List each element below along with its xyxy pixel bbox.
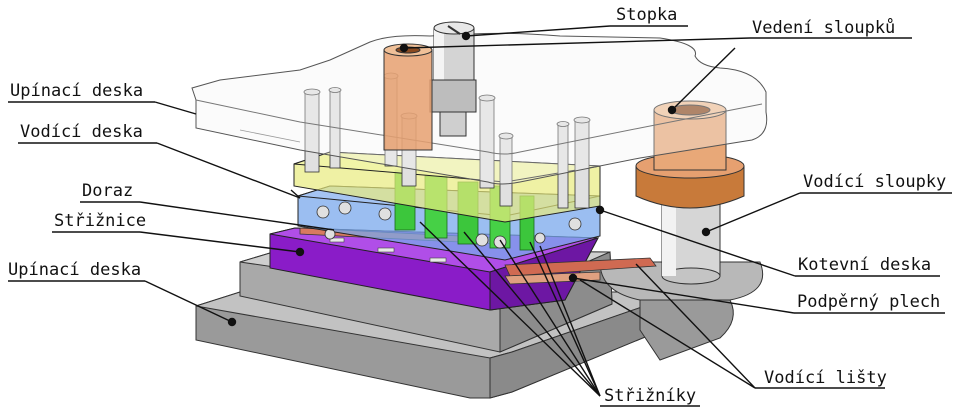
guide-bushing-left: [383, 43, 433, 151]
label-stopka: Stopka: [616, 5, 677, 25]
leader-lines: [8, 25, 952, 407]
label-doraz: Doraz: [82, 181, 133, 201]
labels: Stopka Vedení sloupků Upínací deska Vodí…: [8, 5, 946, 406]
label-kotevni-deska: Kotevní deska: [798, 255, 931, 275]
label-upinaci-deska-top: Upínací deska: [10, 81, 143, 101]
label-vodici-sloupky: Vodící sloupky: [803, 172, 946, 192]
guide-pillar: [661, 195, 721, 285]
upper-clamping-plate: [191, 32, 768, 185]
label-vedeni-sloupku: Vedení sloupků: [752, 17, 895, 38]
guide-bushing-right: [635, 100, 745, 209]
label-vodici-listy: Vodící lišty: [764, 368, 887, 388]
label-striznice: Střižnice: [54, 211, 146, 231]
label-vodici-deska: Vodící deska: [20, 122, 143, 142]
label-strizniky: Střižníky: [604, 386, 696, 406]
label-podperny-plech: Podpěrný plech: [797, 292, 940, 312]
label-upinaci-deska-bottom: Upínací deska: [8, 260, 141, 280]
